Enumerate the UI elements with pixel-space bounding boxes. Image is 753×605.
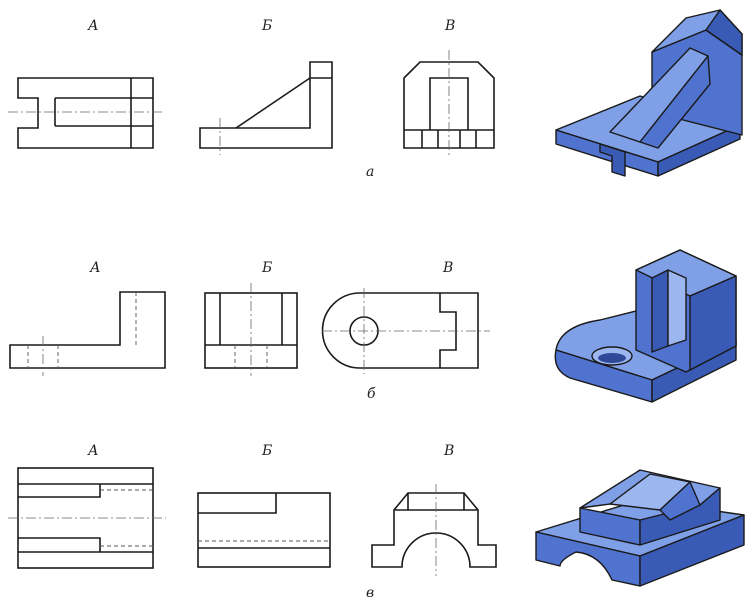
- row-c-caption: в: [366, 585, 375, 601]
- row-b-view-b-drawing: [204, 283, 298, 376]
- row-c-view-b-label: Б: [262, 443, 273, 459]
- row-c-view-v-drawing: [371, 484, 497, 576]
- row-c-3d-model: [535, 469, 745, 587]
- row-a-view-v-label: В: [445, 18, 456, 34]
- row-a-view-b-drawing: [199, 61, 333, 155]
- row-b-caption: б: [367, 386, 376, 402]
- row-c-view-v-label: В: [444, 443, 455, 459]
- row-b-view-v-label: В: [443, 260, 454, 276]
- row-b-3d-model: [554, 249, 737, 403]
- row-a-view-a-drawing: [8, 77, 163, 149]
- row-c-view-a-label: А: [88, 443, 99, 459]
- row-a-view-v-drawing: [403, 50, 495, 156]
- row-c-view-a-drawing: [8, 467, 166, 569]
- row-b-view-b-label: Б: [262, 260, 273, 276]
- row-c-view-b-drawing: [197, 492, 331, 568]
- row-a-3d-model: [555, 9, 743, 177]
- row-b-view-v-drawing: [321, 288, 490, 374]
- row-b-view-a-label: А: [90, 260, 101, 276]
- row-b-view-a-drawing: [9, 291, 166, 376]
- row-a-view-a-label: А: [88, 18, 99, 34]
- row-a-caption: а: [366, 164, 375, 180]
- row-a-view-b-label: Б: [262, 18, 273, 34]
